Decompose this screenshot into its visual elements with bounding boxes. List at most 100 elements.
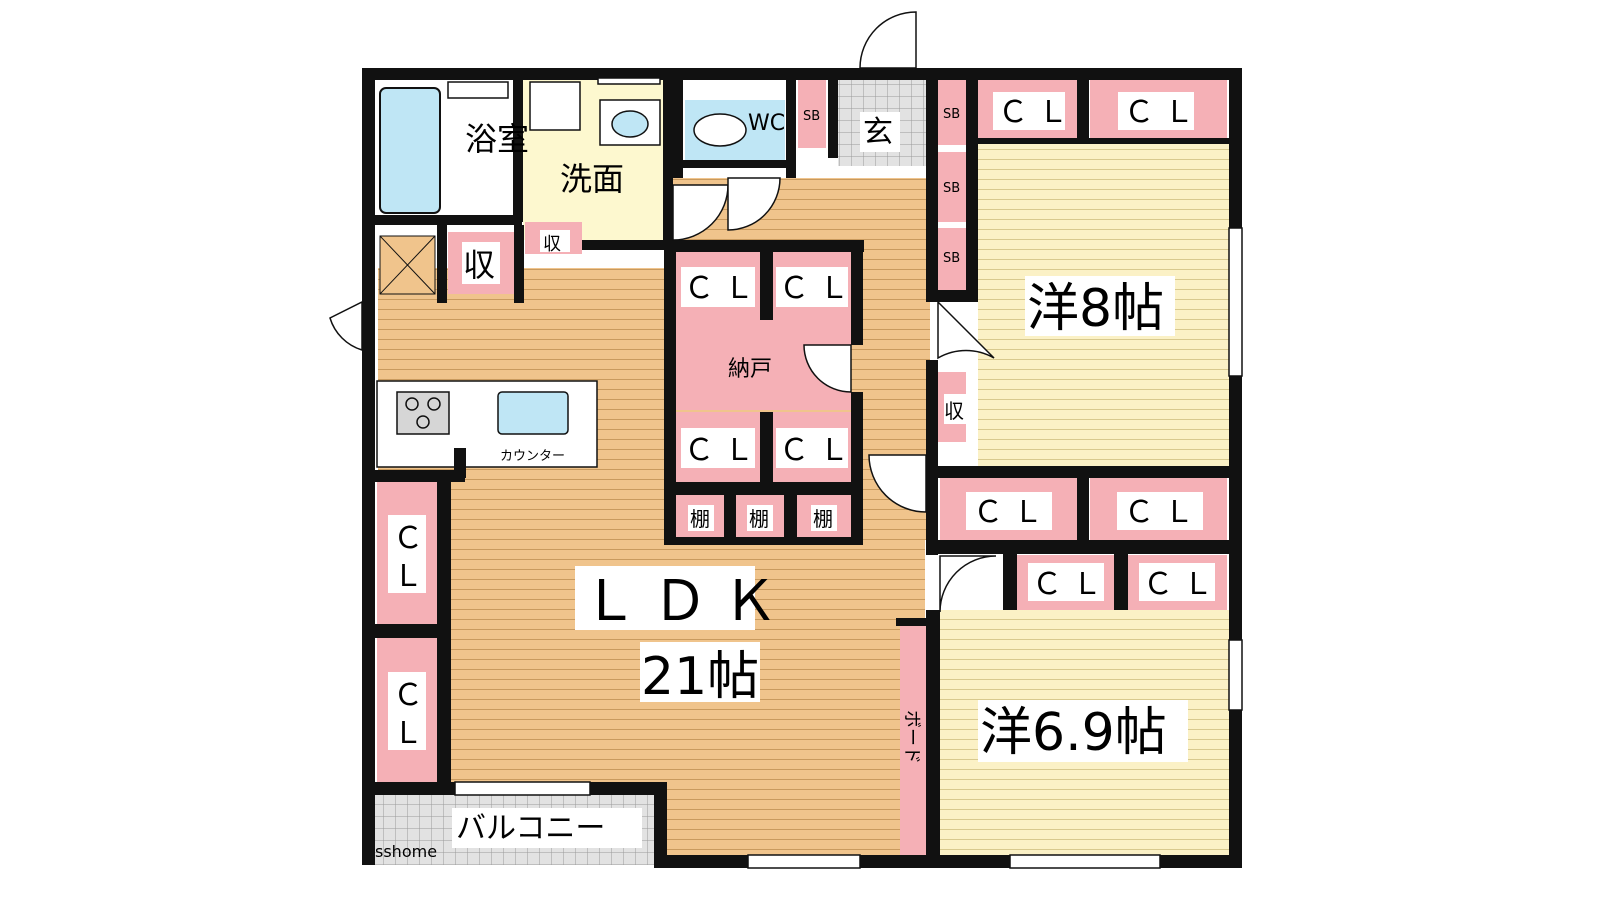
- sb-b: [938, 152, 966, 222]
- sb-label: SB: [803, 109, 820, 124]
- wash-basin: [611, 110, 649, 138]
- washroom-label: 洗面: [560, 160, 624, 198]
- wall-nando-top: [664, 240, 864, 252]
- fixtures: [376, 81, 785, 468]
- shelf-label: 棚: [813, 507, 833, 531]
- wall-cl-top: [978, 138, 1230, 144]
- kitchen-sink: [497, 391, 569, 435]
- board-strip: [900, 625, 928, 857]
- storage-label: 収: [944, 399, 964, 423]
- room2-door[interactable]: [939, 555, 997, 613]
- side-door[interactable]: [329, 300, 363, 352]
- wall-room1-left2: [926, 290, 978, 302]
- wall-wash-bottom: [582, 240, 674, 250]
- burner-icon: [427, 397, 441, 411]
- nando-door[interactable]: [803, 344, 852, 393]
- closet-label-v: Ｌ: [393, 559, 423, 594]
- wall-nando-right: [851, 240, 863, 345]
- wall-nando-bottom: [664, 537, 863, 545]
- closet-label: ＣＬ: [1032, 567, 1112, 602]
- wall-right: [1229, 68, 1242, 868]
- wall-nando-cl-div: [760, 252, 773, 320]
- sb-d: [798, 80, 826, 148]
- wc-door[interactable]: [727, 177, 781, 231]
- entrance-label: 玄: [863, 115, 893, 150]
- wall-bath-bottom: [362, 215, 522, 225]
- wall-room2-top: [926, 540, 1230, 554]
- windows: [454, 77, 1243, 869]
- wall-wc-right: [786, 80, 796, 178]
- ldk-label: ＬＤＫ: [582, 569, 792, 634]
- window-bottom-room2: [1009, 854, 1161, 869]
- wall-balcony-side: [654, 782, 667, 868]
- wall-nando-cl-div2: [760, 412, 773, 482]
- closet-label: ＣＬ: [684, 433, 764, 468]
- wall-room1-cl-div: [1077, 478, 1089, 540]
- room1-label: 洋8帖: [1027, 279, 1164, 339]
- closet-label: ＣＬ: [973, 495, 1053, 530]
- wall-entrance-left: [828, 80, 838, 158]
- closet-label: ＣＬ: [779, 433, 859, 468]
- wall-shelf-div: [724, 495, 736, 537]
- labels: 浴室 洗面 WC 玄 SB SB SB SB ＣＬ ＣＬ 洋8帖 収 ＣＬ ＣＬ…: [375, 92, 1215, 861]
- wall-storage: [437, 225, 447, 303]
- stove: [396, 391, 450, 435]
- wall-ldk-cl-mid: [375, 624, 437, 638]
- window-right-room2: [1228, 639, 1243, 711]
- board-label: ボード: [901, 710, 922, 764]
- closet-label: ＣＬ: [684, 271, 764, 306]
- closet-label-v: Ｃ: [393, 521, 423, 556]
- wall-entrance-right: [926, 80, 938, 298]
- ldk-size-label: 21帖: [641, 647, 759, 707]
- window-right-room1: [1228, 227, 1243, 377]
- wall-ldk-cl-top: [375, 470, 465, 482]
- closet-label: ＣＬ: [1124, 95, 1204, 130]
- bath-label-1: 浴室: [465, 120, 529, 158]
- ldk-door[interactable]: [868, 454, 927, 513]
- balcony-label: バルコニー: [456, 811, 605, 846]
- window-balcony: [454, 781, 591, 796]
- wall-room2-cl-div: [1114, 554, 1128, 610]
- wall-kitchen-wall: [454, 448, 466, 478]
- closet-label: ＣＬ: [1124, 495, 1204, 530]
- sb-a: [938, 80, 966, 145]
- sb-label: SB: [943, 181, 960, 196]
- wall-nando-right2: [851, 392, 863, 540]
- closet-label: ＣＬ: [998, 95, 1078, 130]
- wall-wc-bottom: [673, 160, 793, 168]
- shelf-label: 棚: [749, 507, 769, 531]
- burner-icon: [416, 415, 430, 429]
- wall-nando-mid: [676, 482, 851, 495]
- wall-bath-wash: [513, 80, 523, 222]
- wall-room2-cl-left: [1003, 554, 1017, 610]
- storage-label: 収: [463, 246, 495, 284]
- storage-label: 収: [543, 234, 561, 255]
- washer: [529, 81, 581, 131]
- nando-label: 納戸: [728, 357, 772, 382]
- wc-label: WC: [748, 111, 785, 136]
- sb-label: SB: [943, 251, 960, 266]
- window-bottom-ldk: [747, 854, 861, 869]
- wall-room1-bottom: [926, 466, 1230, 478]
- wall-storage-r: [514, 225, 524, 303]
- entry-door[interactable]: [859, 11, 917, 69]
- room2-label: 洋6.9帖: [980, 703, 1167, 763]
- wall-wc-left: [673, 80, 683, 178]
- shelf-label: 棚: [690, 507, 710, 531]
- wall-cl-divider: [1077, 80, 1089, 138]
- sb-c: [938, 228, 966, 290]
- counter-label: カウンター: [500, 449, 565, 464]
- wall-board-left: [896, 618, 930, 626]
- closet-label-v: Ｌ: [393, 716, 423, 751]
- brand-label: sshome: [375, 842, 437, 861]
- bath-sink: [447, 81, 509, 99]
- storage-x-line: [379, 235, 436, 295]
- closet-label-v: Ｃ: [393, 678, 423, 713]
- wall-room2-left: [926, 610, 940, 868]
- wall-nando-left: [664, 240, 676, 540]
- room1-door[interactable]: [937, 300, 995, 360]
- bathtub: [379, 87, 441, 214]
- wall-left: [362, 68, 375, 865]
- wall-wash-right: [663, 80, 673, 250]
